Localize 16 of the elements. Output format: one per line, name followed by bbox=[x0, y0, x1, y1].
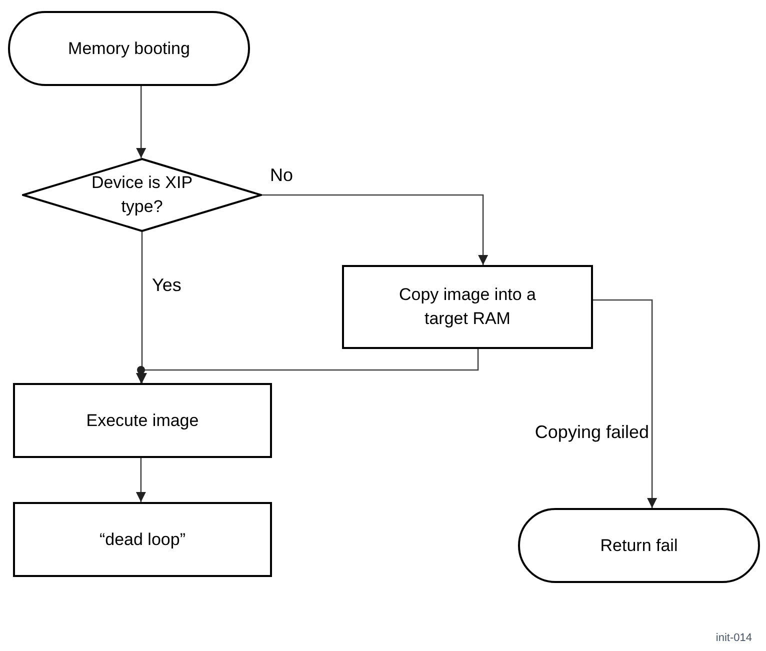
arrow bbox=[136, 349, 479, 383]
node-text: Memory booting bbox=[67, 38, 191, 60]
process-box bbox=[13, 502, 272, 577]
arrow bbox=[136, 458, 146, 502]
arrow bbox=[593, 299, 658, 508]
node-text: Device is XIP type? bbox=[90, 172, 194, 218]
figure-id: init-014 bbox=[716, 631, 752, 646]
process-box bbox=[13, 383, 272, 458]
process-box bbox=[342, 265, 593, 349]
node-text: Copy image into a target RAM bbox=[398, 284, 538, 330]
arrow bbox=[136, 86, 146, 158]
node-text: “dead loop” bbox=[98, 528, 186, 550]
decision-diamond bbox=[22, 158, 262, 232]
node-text: Return fail bbox=[599, 534, 679, 556]
node-text: Execute image bbox=[85, 410, 200, 432]
arrow bbox=[262, 194, 488, 265]
